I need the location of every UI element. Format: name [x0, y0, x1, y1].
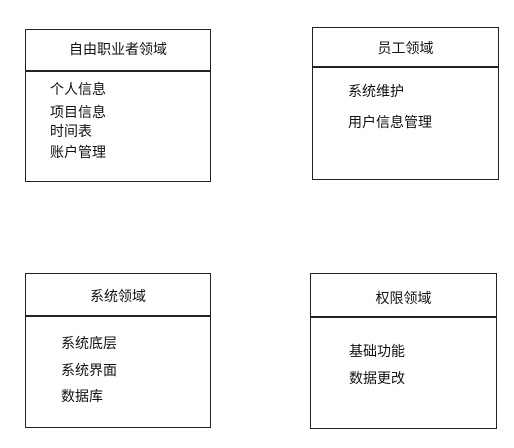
freelancer-domain-divider: [26, 70, 210, 72]
staff-item-system-maintenance: 系统维护: [348, 84, 404, 100]
staff-item-user-info-management: 用户信息管理: [348, 115, 432, 131]
permission-domain-box: 权限领域 基础功能 数据更改: [310, 273, 497, 429]
permission-domain-title: 权限领域: [375, 291, 432, 307]
system-domain-divider: [26, 315, 210, 317]
permission-item-basic-functions: 基础功能: [349, 344, 405, 360]
freelancer-item-personal-info: 个人信息: [50, 82, 106, 98]
system-item-system-base: 系统底层: [61, 336, 117, 352]
freelancer-item-account-management: 账户管理: [50, 145, 106, 161]
system-domain-title: 系统领域: [90, 289, 146, 305]
staff-domain-title: 员工领域: [377, 41, 434, 57]
system-domain-box: 系统领域 系统底层 系统界面 数据库: [25, 273, 211, 428]
freelancer-item-timetable: 时间表: [50, 124, 92, 140]
freelancer-item-project-info: 项目信息: [50, 105, 106, 121]
system-item-database: 数据库: [61, 389, 103, 405]
freelancer-domain-title: 自由职业者领域: [69, 42, 167, 58]
staff-domain-box: 员工领域 系统维护 用户信息管理: [312, 27, 499, 180]
freelancer-domain-box: 自由职业者领域 个人信息 项目信息 时间表 账户管理: [25, 29, 211, 182]
permission-domain-divider: [311, 316, 496, 318]
system-item-system-interface: 系统界面: [61, 363, 117, 379]
staff-domain-divider: [313, 66, 498, 68]
permission-item-data-modification: 数据更改: [349, 371, 405, 387]
